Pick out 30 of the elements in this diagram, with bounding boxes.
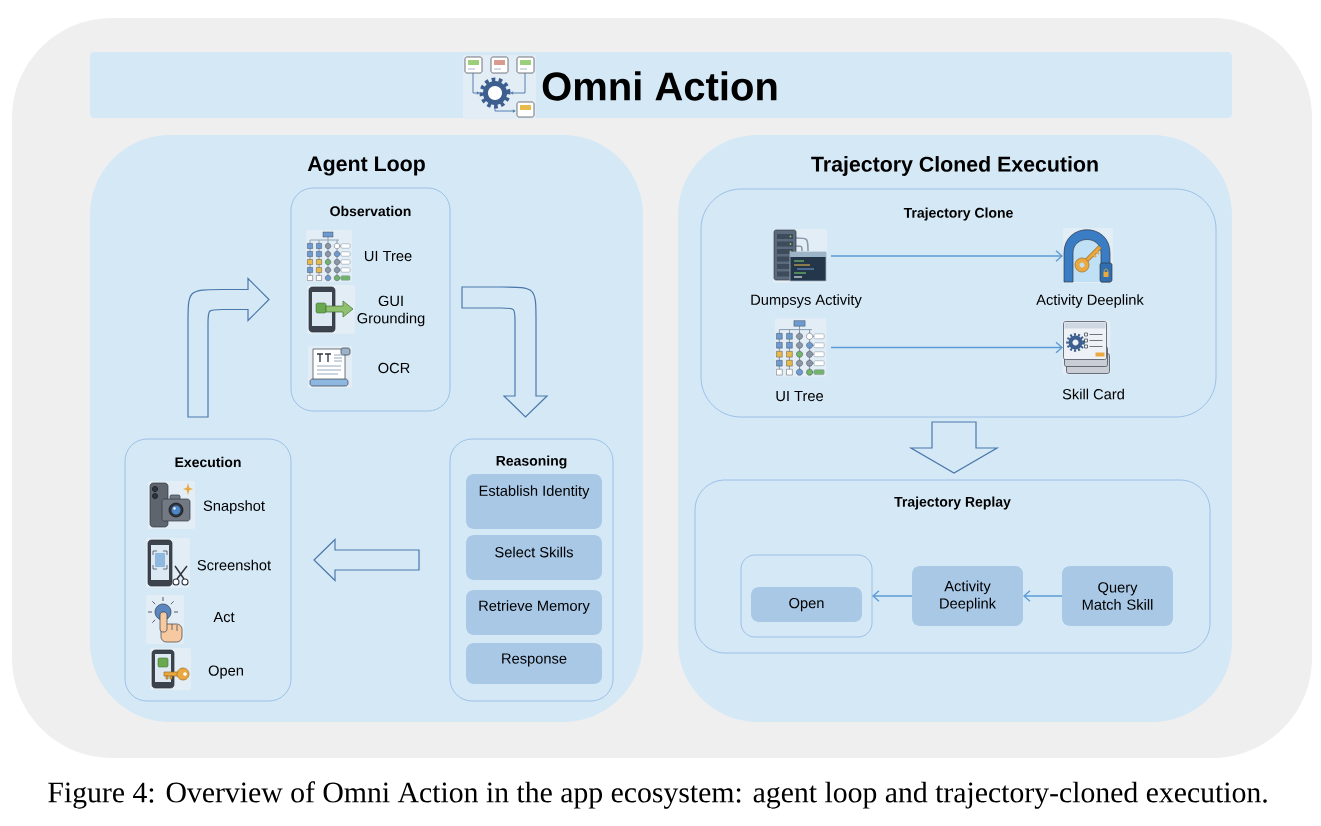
step-box: Open — [751, 587, 862, 622]
item-label: UI Tree — [776, 390, 824, 402]
item-label: Skill Card — [1062, 388, 1124, 400]
box-heading: Execution — [175, 456, 241, 468]
item-label: Dumpsys Activity — [751, 294, 862, 308]
title-banner: Omni Action — [90, 52, 1232, 118]
block-arrow — [187, 277, 270, 418]
block-arrow — [908, 421, 1000, 474]
item-label: Activity Deeplink — [1036, 294, 1144, 308]
arrow — [1023, 590, 1063, 602]
step-box: Activity Deeplink — [912, 566, 1023, 626]
step-box: Response — [466, 643, 602, 684]
arrow — [872, 590, 913, 602]
caption: Figure 4: Overview of Omni Action in the app ecosystem: agent loop and trajectory-cloned execution. — [48, 781, 1267, 809]
block-arrow — [461, 286, 548, 418]
arrow — [830, 250, 1063, 262]
step-box: Retrieve Memory — [466, 590, 602, 635]
box-heading: Observation — [330, 205, 411, 217]
step-box: Establish Identity — [466, 474, 602, 529]
item-label: Screenshot — [197, 559, 271, 571]
step-box: Select Skills — [466, 535, 602, 580]
item-label: OCR — [378, 362, 410, 374]
item-label: Act — [213, 611, 235, 623]
item-label: GUI Grounding — [357, 295, 425, 327]
item-label: Open — [208, 665, 243, 679]
step-box: Query Match Skill — [1062, 566, 1173, 626]
item-label: UI Tree — [364, 250, 412, 262]
item-label: Snapshot — [203, 500, 265, 514]
arrow — [830, 341, 1063, 354]
block-arrow — [313, 538, 420, 582]
